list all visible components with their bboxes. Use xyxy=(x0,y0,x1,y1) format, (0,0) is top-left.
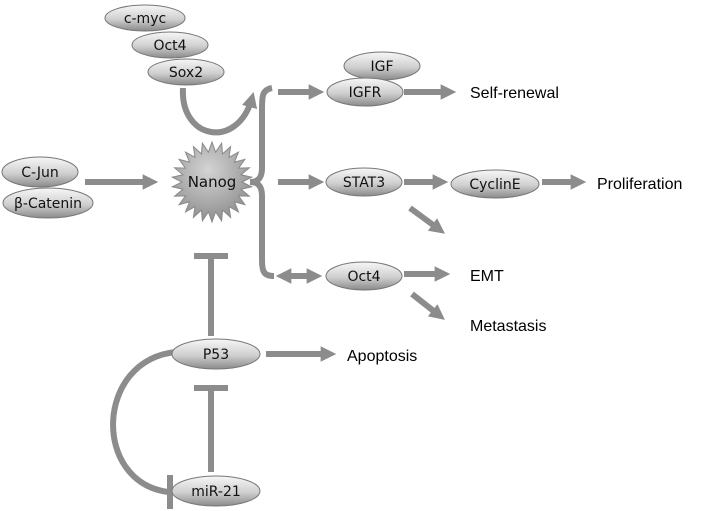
stat3-label: STAT3 xyxy=(343,175,385,191)
oct4-mid-label: Oct4 xyxy=(347,269,380,285)
sox2-label: Sox2 xyxy=(169,65,203,81)
emt-label: EMT xyxy=(470,268,504,285)
p53-inhibits-mir21-loop xyxy=(110,349,177,495)
nanog-label: Nanog xyxy=(188,173,237,191)
node-oct4-top: Oct4 xyxy=(131,31,209,59)
node-p53: P53 xyxy=(171,338,261,370)
igf-label: IGF xyxy=(370,59,393,75)
igfr-label: IGFR xyxy=(349,85,382,101)
connectors xyxy=(85,84,587,509)
sox2-to-nanog-curve xyxy=(179,87,258,136)
node-igfr: IGFR xyxy=(326,77,404,107)
metastasis-label: Metastasis xyxy=(470,318,546,335)
proliferation-label: Proliferation xyxy=(597,176,682,193)
node-cycline: CyclinE xyxy=(450,169,540,199)
node-cmyc: c-myc xyxy=(104,4,186,32)
node-bcatenin: β-Catenin xyxy=(2,187,94,219)
bracket xyxy=(249,85,275,279)
node-sox2: Sox2 xyxy=(147,58,225,86)
node-stat3: STAT3 xyxy=(325,167,403,197)
node-mir21: miR-21 xyxy=(171,475,261,507)
oct4-to-metastasis-arrow xyxy=(410,291,445,320)
bcatenin-label: β-Catenin xyxy=(14,196,82,212)
node-oct4-mid: Oct4 xyxy=(325,261,403,291)
nanog-starburst xyxy=(170,140,254,224)
node-cjun: C-Jun xyxy=(1,156,79,188)
oct4-top-label: Oct4 xyxy=(153,38,186,54)
cmyc-label: c-myc xyxy=(124,11,166,27)
apoptosis-label: Apoptosis xyxy=(347,348,417,365)
cjun-label: C-Jun xyxy=(21,165,58,181)
mir21-label: miR-21 xyxy=(191,484,241,500)
nanog-node: Nanog xyxy=(170,140,254,224)
p53-label: P53 xyxy=(203,347,229,363)
self-renewal-label: Self-renewal xyxy=(470,85,559,102)
stat3-diagonal-arrow xyxy=(408,205,446,234)
cycline-label: CyclinE xyxy=(469,177,520,193)
node-igf: IGF xyxy=(343,51,421,81)
